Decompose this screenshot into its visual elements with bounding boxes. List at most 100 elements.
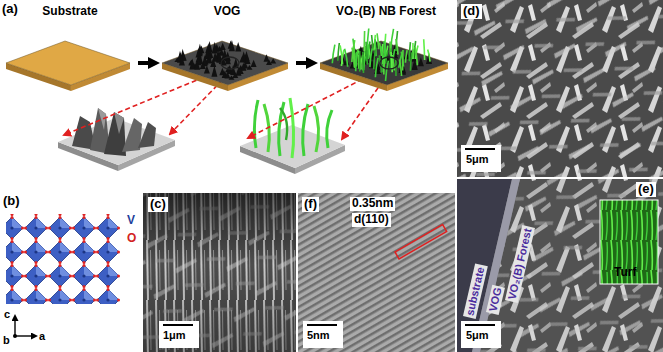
axis-label: c	[4, 308, 10, 321]
scale-bar-label: 5μm	[466, 153, 489, 166]
art-rect	[600, 200, 658, 284]
process-arrow	[296, 61, 314, 65]
axis-label: b	[3, 334, 10, 347]
art-line	[163, 324, 193, 326]
zoom-inset-forest	[240, 98, 345, 174]
art-path	[362, 52, 364, 73]
scale-bar-label: 1μm	[163, 329, 186, 342]
art-polygon	[194, 61, 200, 69]
art-path	[338, 43, 340, 61]
art-rect	[395, 225, 447, 259]
art-path	[353, 46, 356, 67]
art-polygon	[179, 56, 185, 66]
panel-letter: (f)	[302, 197, 319, 212]
art-rect	[298, 193, 455, 352]
spacing-label: 0.35nm	[350, 197, 395, 211]
art-path	[327, 110, 332, 148]
art-line	[15, 335, 36, 336]
art-rect	[461, 145, 501, 172]
art-path	[400, 60, 402, 77]
art-path	[345, 49, 348, 67]
art-path	[314, 106, 319, 152]
plate-drawing	[318, 19, 450, 93]
art-path	[386, 61, 389, 81]
sample-plate: VO₂(B) NB Forest	[318, 4, 454, 93]
art-path	[383, 58, 385, 74]
art-polygon	[104, 112, 126, 156]
scale-bar-label: 5nm	[307, 329, 330, 342]
art-rect	[457, 179, 663, 352]
art-path	[254, 100, 258, 148]
plane-label: d(110)	[352, 213, 391, 227]
art-polygon	[210, 58, 216, 67]
atom-label: O	[127, 232, 136, 246]
art-path	[412, 43, 414, 59]
art-path	[303, 104, 308, 156]
art-polygon	[232, 72, 238, 78]
panel-letter: (e)	[636, 182, 656, 197]
art-polygon	[251, 60, 257, 67]
art-path	[372, 35, 373, 50]
art-polygon	[229, 40, 235, 51]
art-rect	[461, 321, 501, 348]
art-path	[370, 49, 372, 68]
plate-drawing	[160, 19, 290, 93]
art-path	[405, 50, 407, 63]
art-line	[465, 148, 495, 150]
art-line	[465, 324, 495, 326]
art-path	[391, 29, 394, 50]
art-ellipse	[221, 57, 239, 69]
plate-drawing	[4, 19, 132, 93]
atom-label: V	[127, 214, 135, 228]
art-polygon	[235, 42, 241, 51]
inset-label: Turf	[614, 266, 636, 280]
art-line	[14, 316, 15, 336]
art-polygon	[457, 179, 512, 352]
art-line	[307, 324, 337, 326]
art-polygon	[418, 57, 424, 66]
layer-label: VOG	[486, 284, 505, 315]
art-rect	[159, 321, 199, 348]
art-polygon	[204, 66, 210, 74]
art-rect	[6, 214, 120, 304]
art-polygon	[138, 122, 156, 148]
art-path	[415, 47, 417, 65]
art-polygon	[189, 58, 195, 69]
panel-letter: (d)	[461, 4, 482, 19]
stage-label: Substrate	[4, 4, 136, 19]
art-polygon	[229, 75, 235, 79]
art-polygon	[266, 60, 272, 65]
art-polygon	[224, 72, 230, 79]
art-ellipse	[380, 57, 398, 69]
art-path	[374, 49, 376, 69]
art-rect	[457, 0, 663, 177]
stage-label: VO₂(B) NB Forest	[318, 4, 454, 19]
art-path	[332, 45, 335, 64]
art-polygon	[200, 62, 206, 69]
art-rect	[457, 0, 663, 177]
art-rect	[143, 193, 296, 352]
crystal-structure	[6, 214, 120, 338]
sem-tilted-view	[457, 179, 663, 352]
panel-letter: (b)	[3, 194, 20, 209]
art-path	[367, 45, 369, 60]
art-polygon	[6, 41, 130, 85]
art-path	[352, 48, 355, 68]
art-path	[290, 98, 294, 158]
art-path	[377, 33, 379, 49]
art-rect	[143, 193, 296, 352]
panel-letter: (c)	[148, 197, 168, 212]
art-path	[280, 108, 287, 140]
panel-letter: (a)	[2, 2, 18, 17]
art-polygon	[247, 65, 253, 70]
art-path	[402, 50, 404, 71]
layer-label: VO₂(B) Forest	[505, 225, 535, 303]
art-path	[409, 42, 410, 61]
art-path	[359, 51, 361, 72]
scale-bar-label: 5μm	[466, 329, 489, 342]
art-polygon	[211, 66, 217, 77]
layer-label: substrate	[463, 264, 487, 319]
art-path	[341, 50, 343, 66]
hrtem-lattice	[298, 193, 455, 352]
